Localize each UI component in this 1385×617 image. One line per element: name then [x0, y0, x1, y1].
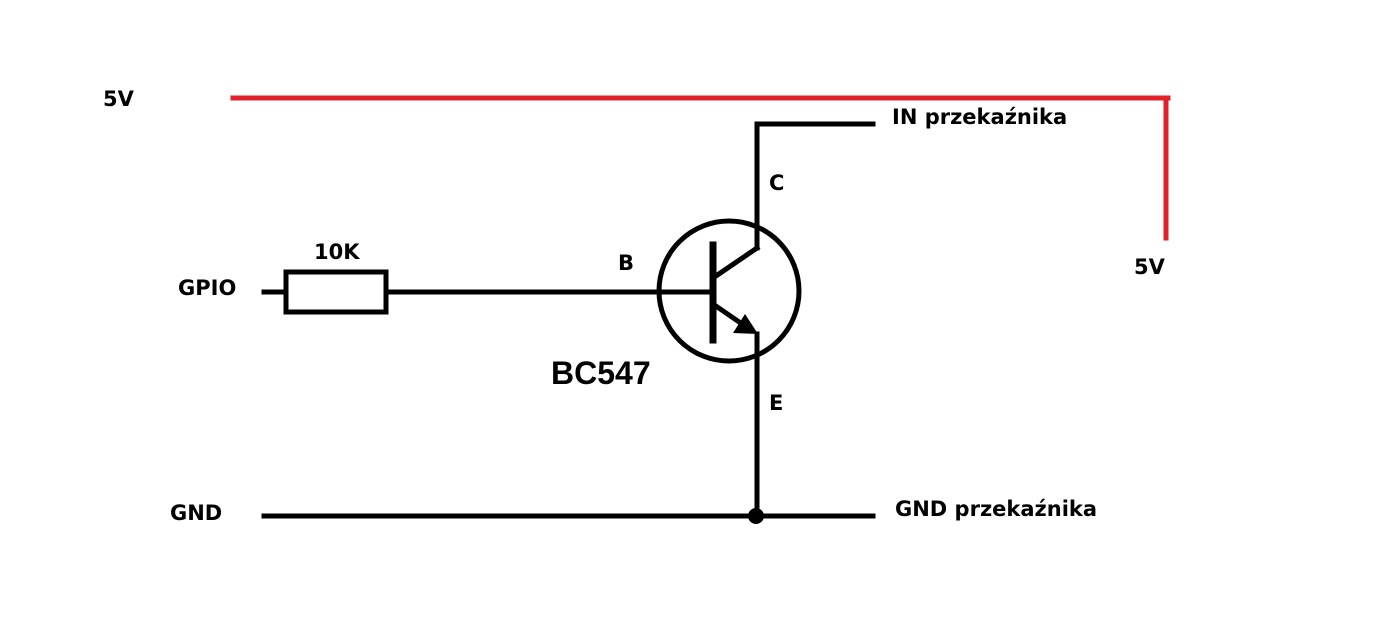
transistor-emitter-lead [709, 300, 749, 330]
label-5v-left: 5V [103, 87, 135, 111]
label-resistor-value: 10K [314, 240, 360, 264]
label-transistor-model: BC547 [551, 355, 651, 391]
label-collector: C [769, 171, 784, 195]
collector-branch [754, 121, 876, 251]
transistor-symbol [656, 218, 802, 364]
label-base: B [618, 251, 634, 275]
ground-junction-dot [748, 508, 764, 524]
ground-line [261, 508, 876, 524]
label-gpio: GPIO [178, 276, 236, 300]
transistor-body [656, 218, 802, 364]
resistor-symbol [283, 269, 389, 315]
gpio-branch [261, 269, 714, 315]
transistor-collector-lead [709, 244, 761, 282]
label-emitter: E [769, 391, 783, 415]
label-relay-in: IN przekaźnika [892, 105, 1067, 129]
label-5v-right: 5V [1134, 255, 1166, 279]
label-gnd: GND [170, 501, 222, 525]
emitter-arrow [733, 314, 758, 334]
supply-rail [230, 95, 1171, 241]
label-relay-gnd: GND przekaźnika [895, 497, 1097, 521]
